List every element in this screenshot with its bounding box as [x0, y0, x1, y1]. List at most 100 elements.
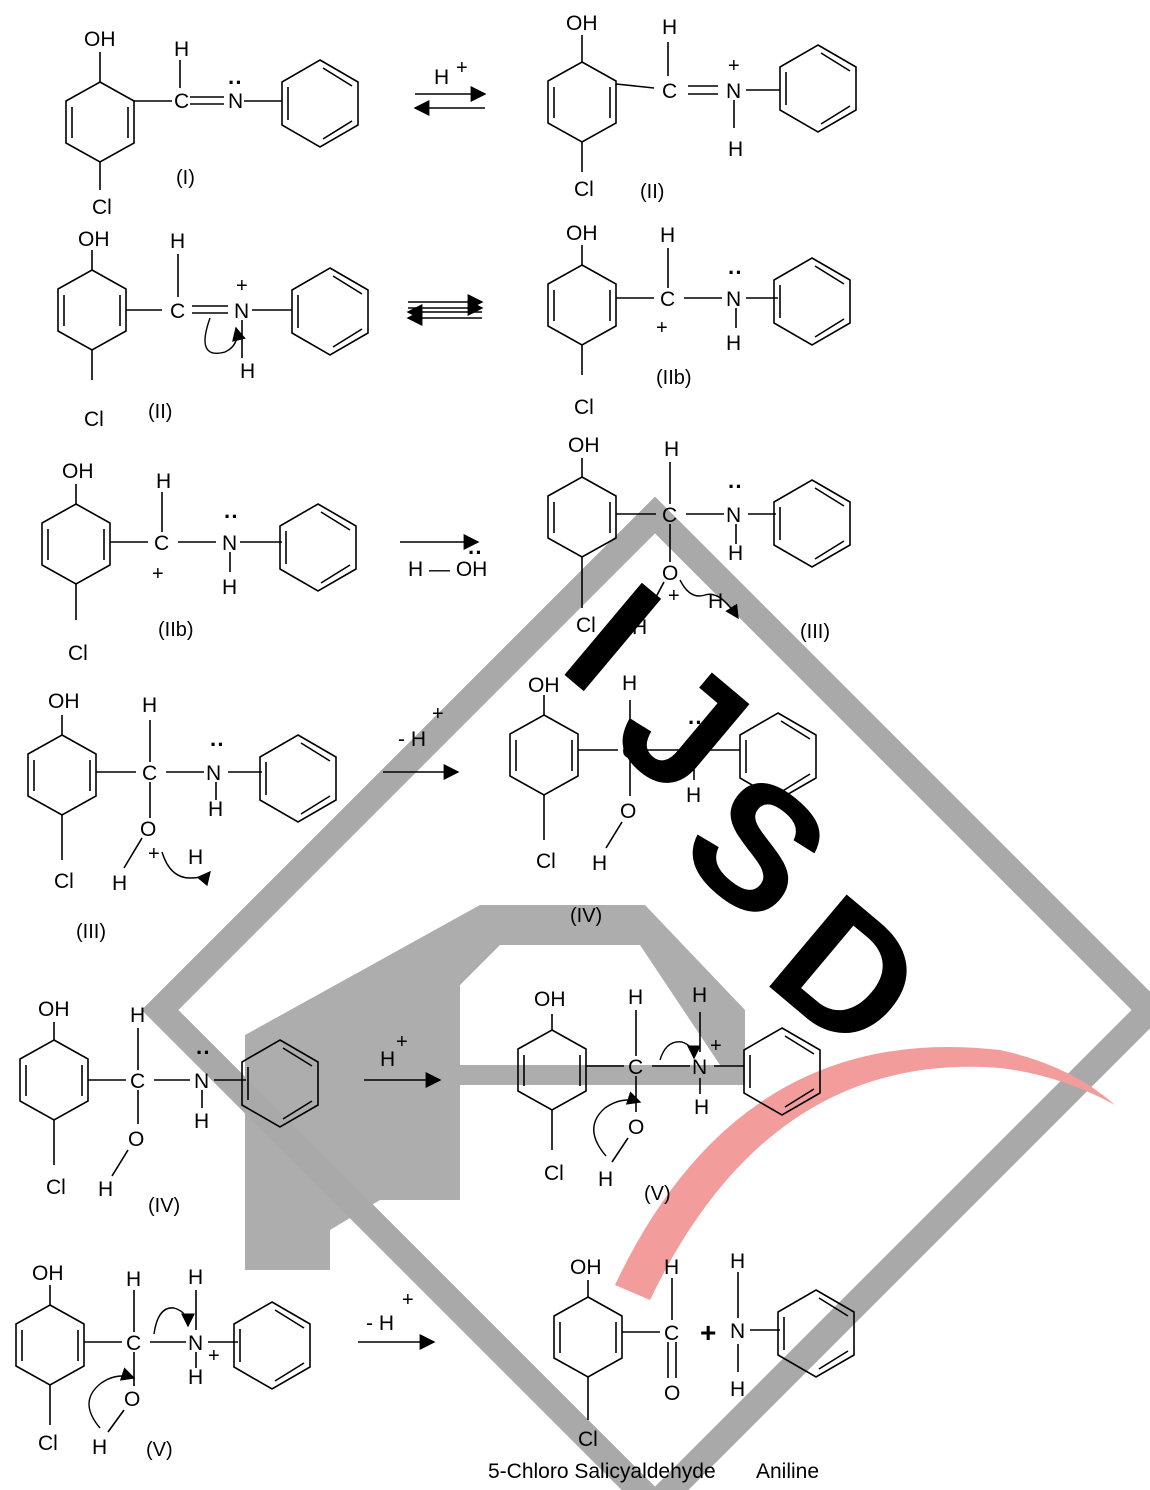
lone-pair: ··	[728, 474, 743, 499]
equilibrium-arrows-2	[406, 294, 484, 326]
oh-label: OH	[528, 674, 560, 697]
compound-IIb-row2: OH Cl H C + N ·· H (IIb)	[547, 222, 851, 419]
charge-label: +	[728, 55, 740, 77]
condition-text: - H	[398, 728, 426, 751]
watermark-red-arc	[615, 1046, 1115, 1300]
cl-label: Cl	[38, 1432, 58, 1455]
h-label: H	[222, 576, 237, 599]
lone-pair: ··	[728, 260, 743, 285]
n-label: N	[206, 762, 221, 785]
charge-label: +	[710, 1035, 722, 1057]
cl-label: Cl	[536, 850, 556, 873]
charge-label: +	[668, 585, 680, 607]
watermark-gray-shape	[245, 905, 745, 1270]
c-label: C	[660, 288, 675, 311]
compound-II-row2: OH Cl H C N + H (II)	[57, 228, 369, 431]
lone-pair: ··	[228, 70, 243, 95]
oh-label: OH	[38, 998, 70, 1021]
cl-label: Cl	[544, 1162, 564, 1185]
condition-text: H	[380, 1048, 395, 1071]
lone-pair: ··	[224, 504, 239, 529]
oh-label: OH	[570, 1256, 602, 1279]
compound-I: OH Cl H C N ·· (I)	[65, 28, 359, 219]
n-label: N	[188, 1332, 203, 1355]
c-label: C	[622, 740, 637, 763]
compound-label: (II)	[148, 401, 172, 423]
charge-label: +	[236, 275, 248, 297]
n-label: N	[726, 504, 741, 527]
o-label: O	[664, 1382, 680, 1405]
o-label: O	[620, 800, 636, 823]
c-label: C	[130, 1070, 145, 1093]
charge-label: +	[148, 843, 160, 865]
h-label: H	[188, 1366, 203, 1389]
h-label: H	[156, 470, 171, 493]
compound-III-row3: OH Cl H C N ·· H O + H H (III)	[547, 434, 851, 643]
cl-label: Cl	[574, 178, 594, 201]
curved-arrow	[161, 851, 211, 887]
compound-label: (IIb)	[656, 367, 692, 389]
condition-text: H	[434, 66, 449, 89]
lone-pair: ··	[196, 1040, 211, 1065]
product-5-chloro-salicylaldehyde: OH Cl H C O	[553, 1256, 680, 1451]
compound-label: (IV)	[148, 1195, 180, 1217]
h-label: H	[664, 1256, 679, 1279]
h-label: H	[112, 872, 127, 895]
plus-sign: +	[700, 1317, 716, 1348]
h-label: H	[708, 590, 723, 613]
h-label: H	[126, 1268, 141, 1291]
oh-label: OH	[84, 28, 116, 51]
condition-text: - H	[366, 1312, 394, 1335]
o-label: O	[128, 1128, 144, 1151]
equilibrium-arrows-1: H +	[413, 57, 487, 116]
oh-label: OH	[78, 228, 110, 251]
o-label: O	[140, 818, 156, 841]
n-label: N	[222, 532, 237, 555]
compound-IV-row4: OH Cl H C N ·· H O H (IV)	[509, 672, 817, 927]
h-label: H	[694, 1096, 709, 1119]
compound-label: (IV)	[570, 905, 602, 927]
h-label: H	[598, 1168, 613, 1191]
h-label: H	[628, 986, 643, 1009]
h-label: H	[660, 224, 675, 247]
n-label: N	[726, 288, 741, 311]
n-label: N	[692, 1056, 707, 1079]
h-label: H	[188, 846, 203, 869]
product-aniline: N H H	[730, 1250, 855, 1401]
curved-arrow	[88, 1367, 136, 1429]
n-label: N	[726, 80, 741, 103]
h-label: H	[142, 694, 157, 717]
charge-label: +	[208, 1345, 220, 1367]
h-label: H	[130, 1004, 145, 1027]
compound-IV-row5: OH Cl H C N ·· H O H (IV)	[19, 998, 319, 1217]
compound-II-top: OH Cl H C N + H (II)	[547, 12, 857, 203]
compound-label: (III)	[800, 621, 830, 643]
h-label: H	[728, 138, 743, 161]
condition-superscript: +	[396, 1031, 408, 1053]
h-label: H	[692, 984, 707, 1007]
h-label: H	[662, 16, 677, 39]
curved-arrow	[153, 1307, 195, 1335]
compound-V-row6: OH Cl H C N H + H O H (V)	[15, 1262, 311, 1461]
n-label: N	[228, 90, 243, 113]
lone-pair: ··	[210, 732, 225, 757]
c-label: C	[662, 80, 677, 103]
c-label: C	[628, 1056, 643, 1079]
compound-label: (V)	[644, 1183, 671, 1205]
h-label: H	[728, 542, 743, 565]
reaction-arrow-4: - H +	[383, 703, 460, 780]
watermark: I J S D	[141, 496, 1150, 1490]
compound-IIb-row3: OH Cl H C + N ·· H (IIb)	[41, 460, 357, 665]
n-label: N	[730, 1320, 745, 1343]
compound-label: (V)	[146, 1439, 173, 1461]
n-label: N	[686, 740, 701, 763]
product-name-aniline: Aniline	[756, 1460, 819, 1483]
c-label: C	[174, 90, 189, 113]
reaction-arrow-6: - H +	[358, 1289, 436, 1350]
h-label: H	[194, 1110, 209, 1133]
oh-label: OH	[566, 222, 598, 245]
h-label: H	[622, 672, 637, 695]
h-label: H	[170, 230, 185, 253]
oh-label: OH	[48, 690, 80, 713]
